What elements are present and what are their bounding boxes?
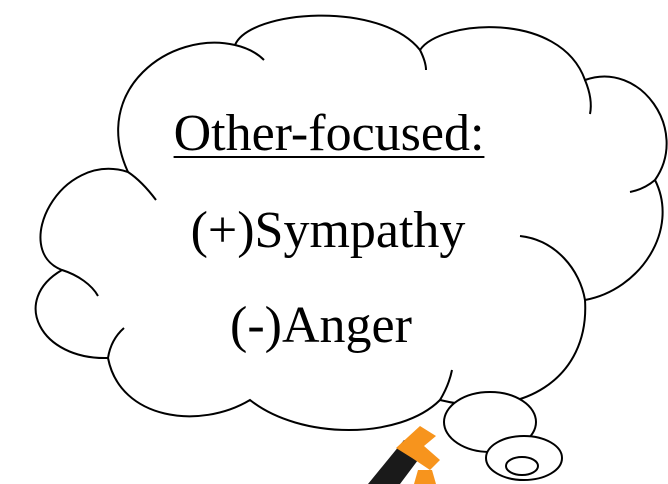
- cloud-heading: Other-focused:: [173, 105, 485, 162]
- cloud-inner-arc: [439, 369, 453, 401]
- cloud-inner-arc: [419, 49, 427, 71]
- cloud-inner-arc: [234, 44, 265, 61]
- cloud-inner-arc: [127, 171, 157, 201]
- cloud-inner-arc: [61, 269, 99, 297]
- cloud-line-anger: (-)Anger: [230, 297, 412, 354]
- cloud-line-sympathy: (+)Sympathy: [190, 202, 466, 259]
- cloud-inner-arc: [519, 235, 586, 301]
- thought-bubble-dot-icon: [505, 456, 539, 476]
- cloud-inner-arc: [107, 327, 125, 359]
- cloud-inner-arc: [629, 179, 656, 193]
- person-figure-icon: [368, 426, 440, 484]
- cloud-inner-arc: [584, 79, 592, 115]
